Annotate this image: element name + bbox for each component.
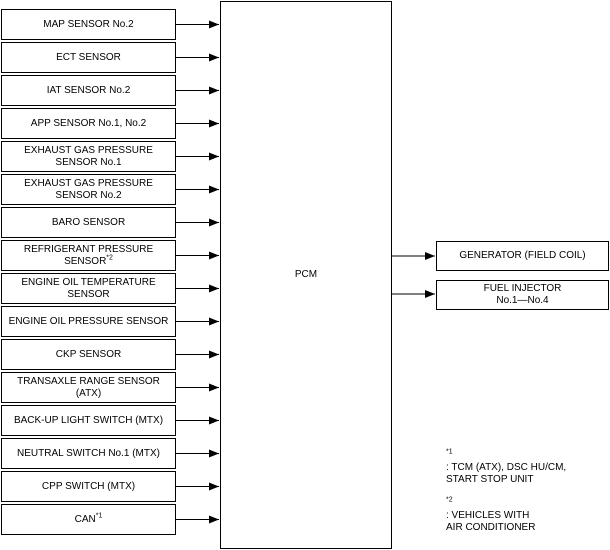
input-label-line1: EXHAUST GAS PRESSURE bbox=[24, 144, 153, 156]
input-label-line2: SENSOR bbox=[67, 288, 110, 300]
footnote-1: *1: TCM (ATX), DSC HU/CM, START STOP UNI… bbox=[446, 448, 567, 486]
output-label-line1: FUEL INJECTOR bbox=[483, 283, 562, 294]
input-box-app-sensor: APP SENSOR No.1, No.2 bbox=[1, 108, 176, 139]
input-box-exhaust-gas-pressure-sensor-no2: EXHAUST GAS PRESSURE SENSOR No.2 bbox=[1, 174, 176, 205]
footnote-line2: AIR CONDITIONER bbox=[446, 522, 536, 533]
pcm-label: PCM bbox=[294, 269, 318, 280]
footnote-marker: *2 bbox=[446, 496, 453, 504]
input-label-line2: SENSOR*2 bbox=[64, 254, 113, 267]
input-label-line2: SENSOR No.2 bbox=[55, 189, 122, 201]
input-box-transaxle-range-sensor: TRANSAXLE RANGE SENSOR (ATX) bbox=[1, 372, 176, 403]
input-box-map-sensor-no2: MAP SENSOR No.2 bbox=[1, 9, 176, 40]
footnote-marker: *1 bbox=[446, 448, 453, 456]
input-label-line1: CAN*1 bbox=[74, 512, 103, 525]
input-label-line1: ECT SENSOR bbox=[56, 51, 121, 63]
footnote-marker: *1 bbox=[95, 512, 103, 520]
input-label-line1: NEUTRAL SWITCH No.1 (MTX) bbox=[17, 447, 160, 459]
input-box-can: CAN*1 bbox=[1, 504, 176, 535]
input-box-refrigerant-pressure-sensor: REFRIGERANT PRESSURE SENSOR*2 bbox=[1, 240, 176, 271]
footnotes: *1: TCM (ATX), DSC HU/CM, START STOP UNI… bbox=[446, 448, 567, 546]
input-box-neutral-switch-no1: NEUTRAL SWITCH No.1 (MTX) bbox=[1, 438, 176, 469]
input-label-line1: CKP SENSOR bbox=[55, 348, 122, 360]
input-label-line1: REFRIGERANT PRESSURE bbox=[23, 243, 154, 255]
footnote-marker: *2 bbox=[106, 254, 113, 262]
pcm-box: PCM bbox=[220, 1, 392, 549]
footnote-line1: *2: VEHICLES WITH bbox=[446, 496, 530, 521]
input-label-line1: EXHAUST GAS PRESSURE bbox=[24, 177, 153, 189]
input-box-cpp-switch: CPP SWITCH (MTX) bbox=[1, 471, 176, 502]
footnote-line1: *1: TCM (ATX), DSC HU/CM, bbox=[446, 448, 567, 473]
input-label-line1: MAP SENSOR No.2 bbox=[43, 18, 134, 30]
input-box-back-up-light-switch: BACK-UP LIGHT SWITCH (MTX) bbox=[1, 405, 176, 436]
input-label-line1: IAT SENSOR No.2 bbox=[46, 84, 131, 96]
footnote-2: *2: VEHICLES WITH AIR CONDITIONER bbox=[446, 496, 566, 534]
footnote-line2: START STOP UNIT bbox=[446, 474, 534, 485]
input-label-line1: CPP SWITCH (MTX) bbox=[41, 480, 136, 492]
input-label-line1: ENGINE OIL PRESSURE SENSOR bbox=[8, 315, 169, 327]
input-box-iat-sensor-no2: IAT SENSOR No.2 bbox=[1, 75, 176, 106]
input-box-engine-oil-temperature-sensor: ENGINE OIL TEMPERATURE SENSOR bbox=[1, 273, 176, 304]
input-box-exhaust-gas-pressure-sensor-no1: EXHAUST GAS PRESSURE SENSOR No.1 bbox=[1, 141, 176, 172]
input-label-line1: BACK-UP LIGHT SWITCH (MTX) bbox=[13, 414, 164, 426]
output-box-generator: GENERATOR (FIELD COIL) bbox=[436, 241, 609, 271]
output-label-line1: GENERATOR (FIELD COIL) bbox=[459, 250, 586, 261]
input-box-engine-oil-pressure-sensor: ENGINE OIL PRESSURE SENSOR bbox=[1, 306, 176, 337]
input-label-line1: TRANSAXLE RANGE SENSOR bbox=[17, 375, 160, 387]
input-box-ect-sensor: ECT SENSOR bbox=[1, 42, 176, 73]
input-box-baro-sensor: BARO SENSOR bbox=[1, 207, 176, 238]
output-box-fuel-injector: FUEL INJECTOR No.1—No.4 bbox=[436, 280, 609, 310]
input-label-line1: APP SENSOR No.1, No.2 bbox=[30, 117, 147, 129]
input-label-line1: BARO SENSOR bbox=[51, 216, 126, 228]
input-label-line1: ENGINE OIL TEMPERATURE bbox=[21, 276, 156, 288]
input-label-line2: (ATX) bbox=[75, 387, 102, 399]
input-box-ckp-sensor: CKP SENSOR bbox=[1, 339, 176, 370]
input-label-line2: SENSOR No.1 bbox=[55, 156, 122, 168]
output-label-line2: No.1—No.4 bbox=[496, 295, 549, 306]
